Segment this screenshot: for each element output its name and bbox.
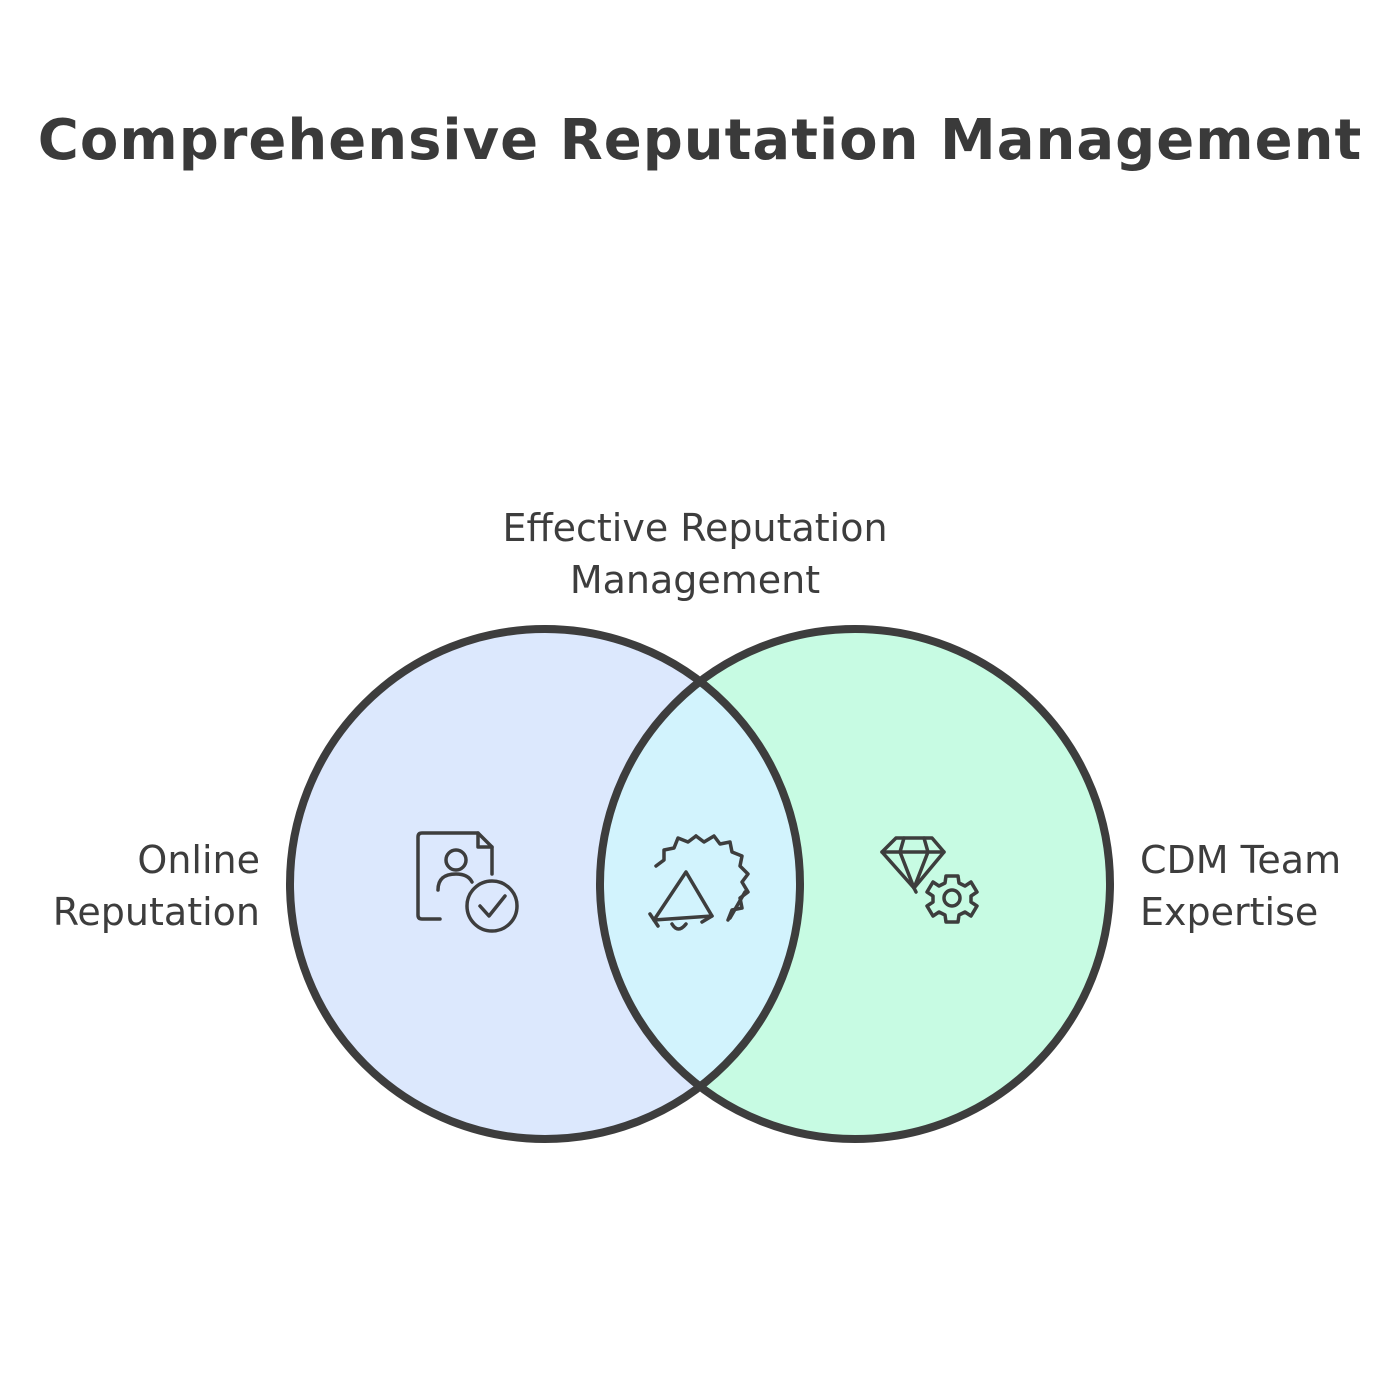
right-set-label-line-1: CDM Team (1140, 838, 1342, 882)
left-set-label-line-2: Reputation (52, 890, 260, 934)
left-set-label: Online Reputation (20, 834, 260, 938)
intersection-label-line-1: Effective Reputation (502, 506, 888, 550)
intersection-label-line-2: Management (569, 558, 821, 602)
left-set-label-line-1: Online (137, 838, 260, 882)
right-set-circle (596, 625, 1114, 1143)
right-set-label: CDM Team Expertise (1140, 834, 1390, 938)
left-set-circle (286, 625, 804, 1143)
gem-gear-icon (880, 836, 979, 924)
intersection-label: Effective Reputation Management (400, 502, 990, 606)
megaphone-badge-icon (648, 834, 750, 931)
intersection-fill (600, 629, 800, 1139)
profile-check-icon (416, 831, 519, 933)
right-set-label-line-2: Expertise (1140, 890, 1319, 934)
diagram-title: Comprehensive Reputation Management (37, 108, 1363, 173)
